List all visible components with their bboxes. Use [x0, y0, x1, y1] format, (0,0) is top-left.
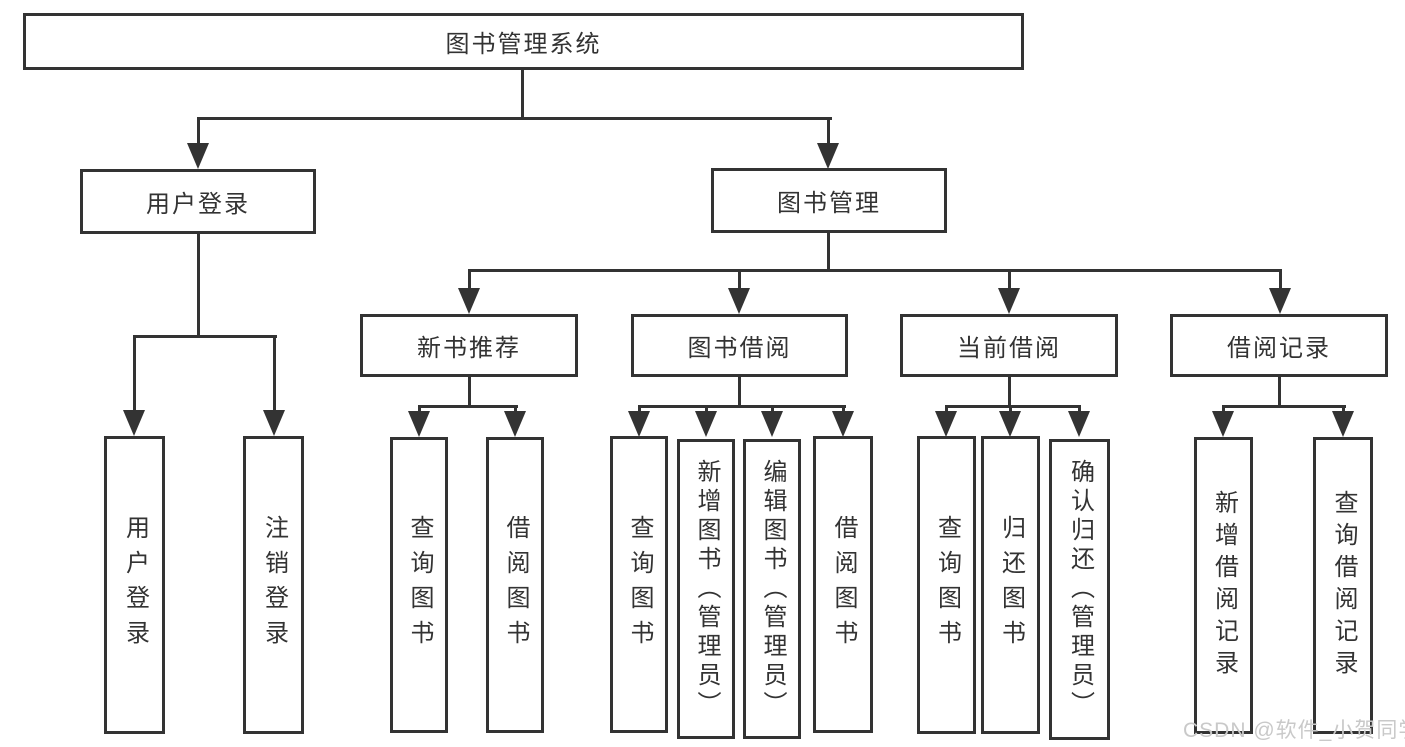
connector-line [1222, 405, 1346, 408]
node-current-borrow-label: 当前借阅 [957, 335, 1061, 362]
arrow-down-icon [999, 411, 1021, 437]
arrow-down-icon [817, 143, 839, 169]
connector-line [738, 377, 741, 407]
leaf-logout-label: 注销登录 [260, 515, 288, 655]
connector-line [418, 405, 518, 408]
arrow-down-icon [1332, 411, 1354, 437]
node-user-login: 用户登录 [80, 169, 316, 234]
leaf-bb-query-books-label: 查询图书 [626, 514, 653, 655]
leaf-bb-add-books: 新增图书（管理员） [677, 439, 735, 739]
arrow-down-icon [761, 411, 783, 437]
arrow-down-icon [187, 143, 209, 169]
connector-line [945, 405, 1081, 408]
node-new-books-label: 新书推荐 [417, 335, 521, 362]
leaf-cb-return-books-label: 归还图书 [997, 515, 1025, 655]
node-book-mgmt: 图书管理 [711, 168, 947, 233]
leaf-bb-borrow-books: 借阅图书 [813, 436, 873, 733]
leaf-nb-query-books-label: 查询图书 [406, 515, 433, 655]
arrow-down-icon [695, 411, 717, 437]
node-user-login-label: 用户登录 [146, 191, 250, 218]
leaf-bb-add-books-label: 新增图书（管理员） [693, 458, 720, 720]
node-new-books: 新书推荐 [360, 314, 578, 377]
connector-line [827, 233, 830, 271]
connector-line [1008, 271, 1011, 290]
connector-line [197, 119, 200, 147]
connector-line [827, 119, 830, 147]
connector-line [133, 337, 136, 413]
node-current-borrow: 当前借阅 [900, 314, 1118, 377]
connector-line [197, 233, 200, 337]
node-book-mgmt-label: 图书管理 [777, 190, 881, 217]
arrow-down-icon [263, 410, 285, 436]
leaf-cb-query-books-label: 查询图书 [933, 515, 961, 655]
connector-line [468, 377, 471, 407]
connector-line [197, 117, 832, 120]
arrow-down-icon [458, 288, 480, 314]
arrow-down-icon [123, 410, 145, 436]
node-root-label: 图书管理系统 [445, 31, 602, 58]
arrow-down-icon [998, 288, 1020, 314]
leaf-logout: 注销登录 [243, 436, 304, 734]
arrow-down-icon [1068, 411, 1090, 437]
connector-line [468, 271, 471, 290]
leaf-bb-edit-books-label: 编辑图书（管理员） [759, 458, 786, 720]
leaf-nb-query-books: 查询图书 [390, 437, 448, 733]
connector-line [638, 405, 846, 408]
node-book-borrow-label: 图书借阅 [687, 335, 792, 362]
leaf-cb-confirm-return-label: 确认归还（管理员） [1066, 459, 1094, 720]
leaf-user-login: 用户登录 [104, 436, 165, 734]
leaf-rec-query-label: 查询借阅记录 [1330, 489, 1357, 682]
watermark: CSDN @软件_小贺同学 [1183, 719, 1405, 742]
node-book-borrow: 图书借阅 [631, 314, 848, 377]
arrow-down-icon [935, 411, 957, 437]
leaf-bb-query-books: 查询图书 [610, 436, 668, 733]
arrow-down-icon [1212, 411, 1234, 437]
connector-line [521, 70, 524, 118]
arrow-down-icon [832, 411, 854, 437]
leaf-cb-query-books: 查询图书 [917, 436, 976, 734]
leaf-nb-borrow-books: 借阅图书 [486, 437, 544, 733]
connector-line [1278, 377, 1281, 407]
arrow-down-icon [408, 411, 430, 437]
leaf-nb-borrow-books-label: 借阅图书 [502, 515, 529, 655]
leaf-rec-query: 查询借阅记录 [1313, 437, 1373, 734]
leaf-cb-return-books: 归还图书 [981, 436, 1040, 734]
connector-line [738, 271, 741, 290]
node-root: 图书管理系统 [23, 13, 1024, 70]
connector-line [468, 269, 1282, 272]
connector-line [1279, 271, 1282, 290]
node-borrow-records: 借阅记录 [1170, 314, 1388, 377]
arrow-down-icon [728, 288, 750, 314]
node-borrow-records-label: 借阅记录 [1227, 335, 1331, 362]
leaf-cb-confirm-return: 确认归还（管理员） [1049, 439, 1110, 740]
leaf-rec-add: 新增借阅记录 [1194, 437, 1253, 734]
leaf-bb-borrow-books-label: 借阅图书 [830, 514, 857, 655]
connector-line [1008, 377, 1011, 407]
leaf-rec-add-label: 新增借阅记录 [1210, 489, 1238, 682]
arrow-down-icon [504, 411, 526, 437]
connector-line [273, 337, 276, 413]
leaf-user-login-label: 用户登录 [121, 515, 149, 655]
arrow-down-icon [628, 411, 650, 437]
connector-line [133, 335, 277, 338]
arrow-down-icon [1269, 288, 1291, 314]
leaf-bb-edit-books: 编辑图书（管理员） [743, 439, 801, 739]
